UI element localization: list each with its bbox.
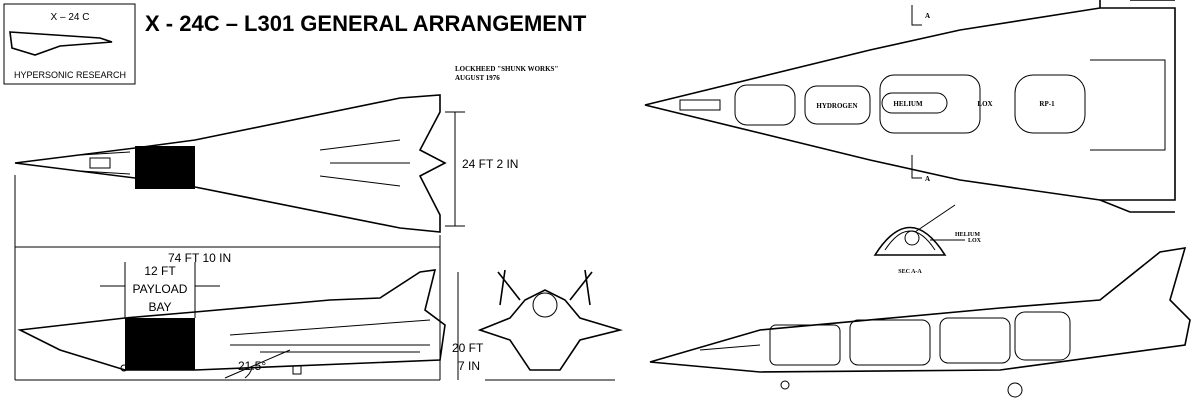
rp1-label: RP-1 <box>1039 100 1055 108</box>
side-view <box>15 269 446 381</box>
payload-dimension: 12 FT PAYLOAD BAY <box>100 262 220 318</box>
payload-band-top <box>135 146 195 189</box>
section-lox-label: LOX <box>968 238 982 244</box>
internal-side-view <box>649 247 1191 398</box>
lox-label: LOX <box>977 100 992 108</box>
span-dimension: 24 FT 2 IN <box>445 111 518 227</box>
hydrogen-tank <box>804 85 871 125</box>
planform-view <box>14 94 447 233</box>
inset-caption: HYPERSONIC RESEARCH <box>14 70 126 80</box>
height-label-2: 7 IN <box>458 359 480 373</box>
payload-band-side <box>125 318 195 370</box>
section-helium-label: HELIUM <box>955 232 980 238</box>
payload-label-2: PAYLOAD <box>133 282 188 296</box>
length-dimension: 74 FT 10 IN <box>14 175 441 380</box>
payload-label-3: BAY <box>148 300 171 314</box>
hydrogen-label: HYDROGEN <box>816 102 857 110</box>
section-mark-top: A <box>925 12 930 20</box>
credit-line1: LOCKHEED "SHUNK WORKS" <box>455 65 558 73</box>
front-view <box>477 269 624 381</box>
inset-box: X – 24 C HYPERSONIC RESEARCH <box>3 3 136 85</box>
helium-tank <box>881 92 948 114</box>
height-dimension: 20 FT 7 IN <box>452 272 484 380</box>
internal-planform: HYDROGEN HELIUM LOX RP-1 A A <box>644 0 1176 213</box>
section-title: SEC A-A <box>898 269 922 275</box>
section-mark-bottom: A <box>925 175 930 183</box>
page-title: X - 24C – L301 GENERAL ARRANGEMENT <box>145 11 587 36</box>
section-a-a: HELIUM LOX SEC A-A <box>873 204 982 275</box>
helium-label: HELIUM <box>893 100 923 108</box>
rp1-tank <box>1014 74 1086 134</box>
inset-aircraft-silhouette <box>9 31 113 56</box>
span-label: 24 FT 2 IN <box>462 157 518 171</box>
angle-label: 21.5° <box>238 359 266 373</box>
height-label-1: 20 FT <box>452 341 484 355</box>
credit-line2: AUGUST 1976 <box>455 74 500 82</box>
inset-model: X – 24 C <box>51 12 90 23</box>
length-label: 74 FT 10 IN <box>168 251 231 265</box>
payload-label-1: 12 FT <box>144 264 176 278</box>
